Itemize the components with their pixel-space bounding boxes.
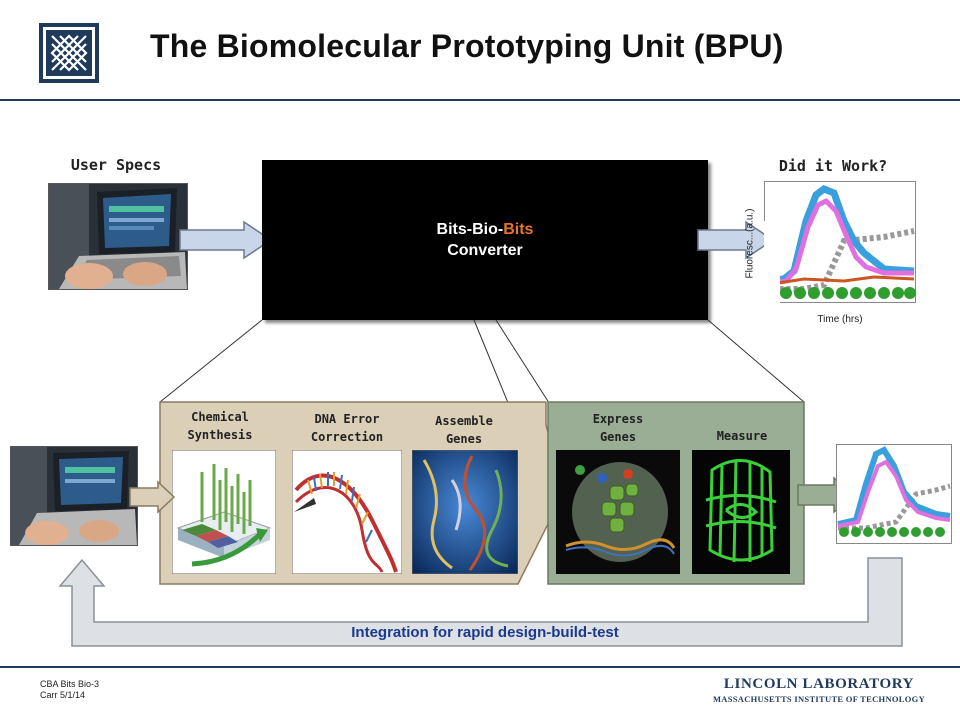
converter-label-bits: Bits	[503, 221, 534, 238]
converter-label: Bits-Bio-Bits Converter	[262, 219, 708, 261]
express-genes-image	[556, 450, 680, 574]
lincoln-line1: LINCOLN LABORATORY	[723, 676, 915, 692]
arrow-to-converter	[179, 220, 273, 260]
express-label-line2: Genes	[599, 430, 637, 444]
integration-label: Integration for rapid design-build-test	[351, 624, 619, 641]
fluorescence-plot-top	[764, 181, 916, 303]
express-label-line1: Express	[592, 412, 644, 426]
assemble-genes-image	[412, 450, 518, 574]
did-it-work-label: Did it Work?	[778, 157, 888, 175]
bits-bio-bits-converter	[262, 160, 708, 320]
dna-label-line2: Correction	[310, 430, 384, 444]
dna-label-line1: DNA Error	[314, 412, 380, 426]
express-genes-label: Express Genes	[566, 410, 670, 446]
fluorescence-plot-bottom	[836, 444, 952, 544]
user-laptop-photo-bottom	[10, 446, 138, 546]
arrow-to-results	[697, 220, 775, 260]
footer-line2: Carr 5/1/14	[40, 690, 86, 700]
measure-image	[692, 450, 790, 574]
chemical-label-line2: Synthesis	[187, 428, 253, 442]
footer-notes: CBA Bits Bio-3 Carr 5/1/14	[40, 679, 99, 701]
dna-error-correction-label: DNA Error Correction	[292, 410, 402, 446]
footer-line1: CBA Bits Bio-3	[40, 679, 100, 689]
user-specs-label: User Specs	[70, 156, 162, 174]
chemical-synthesis-image	[172, 450, 276, 574]
measure-label: Measure	[716, 429, 768, 443]
assemble-genes-label: Assemble Genes	[412, 412, 516, 448]
user-laptop-photo-top	[48, 183, 188, 290]
mit-logo	[39, 23, 99, 83]
lincoln-line2: MASSACHUSETTS INSTITUTE OF TECHNOLOGY	[712, 694, 926, 704]
converter-label-line2: Converter	[447, 242, 523, 259]
assemble-label-line1: Assemble	[435, 414, 493, 428]
assemble-label-line2: Genes	[445, 432, 483, 446]
converter-label-bits-bio: Bits-Bio-	[436, 221, 504, 238]
bottom-rule	[0, 666, 960, 668]
plot-xlabel: Time (hrs)	[817, 314, 863, 325]
lincoln-laboratory-wordmark: LINCOLN LABORATORY MASSACHUSETTS INSTITU…	[712, 676, 926, 704]
dna-error-correction-image	[292, 450, 402, 574]
arrow-into-build	[129, 480, 176, 514]
chemical-synthesis-label: Chemical Synthesis	[168, 408, 272, 444]
page-title: The Biomolecular Prototyping Unit (BPU)	[150, 28, 784, 64]
top-rule	[0, 99, 960, 101]
chemical-label-line1: Chemical	[191, 410, 249, 424]
